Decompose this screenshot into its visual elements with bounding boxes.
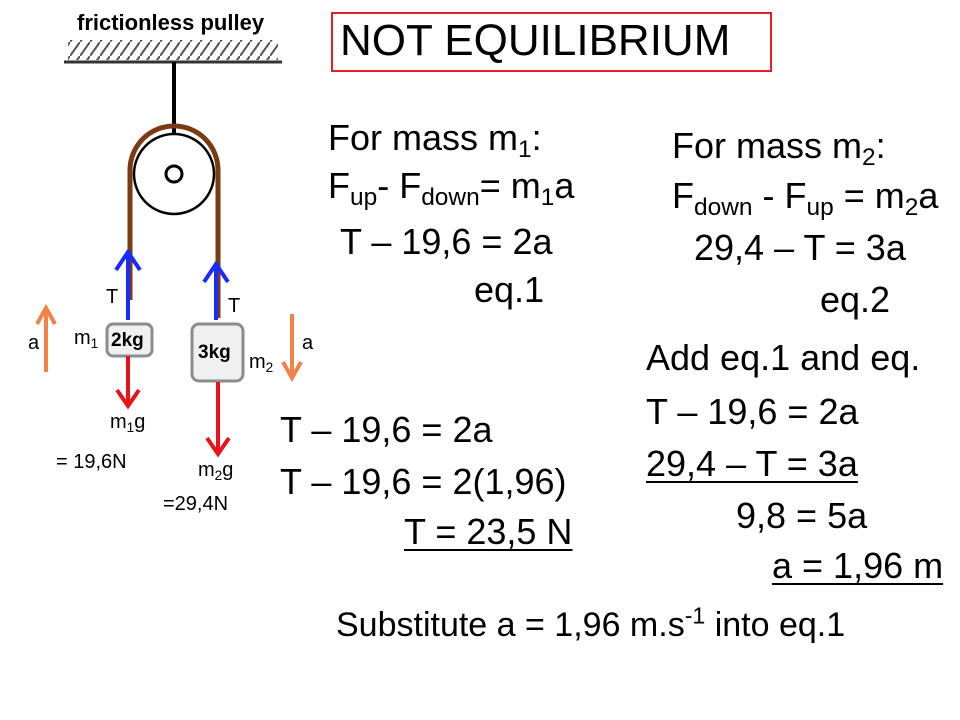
m2-label: m2 [249,351,274,375]
title-box [331,12,772,72]
weight-2-value: =29,4N [163,493,229,515]
mass-1-equation: T – 19,6 = 2a [340,221,553,262]
accel-label-left: a [28,332,40,354]
m1-label: m1 [74,327,99,351]
mass-1-force-equation: Fup- Fdown= m1a [328,165,575,211]
mass-2-force-equation: Fdown - Fup = m2a [672,175,939,221]
pulley-label: frictionless pulley [77,10,265,35]
accel-arrow-down [281,314,303,383]
mass-1-heading: For mass m1: [328,117,542,163]
mass-2-box [190,322,245,383]
ceiling-hatch [68,40,278,60]
add-line-2: 29,4 – T = 3a [646,443,858,484]
pulley-axle [164,164,184,184]
add-result: a = 1,96 m [772,545,944,586]
mass-1-value: 2kg [111,330,144,351]
pulley-diagram [35,40,303,458]
tension-arrow-left [114,248,142,320]
mass-2-equation: 29,4 – T = 3a [694,227,906,268]
weight-2-label: m2g [198,459,234,483]
weight-1-label: m1g [110,411,146,435]
mass-2-value: 3kg [198,342,231,363]
add-line-1: T – 19,6 = 2a [646,391,859,432]
mass-2-heading: For mass m2: [672,125,886,171]
subst-line-1: T – 19,6 = 2a [280,409,493,450]
weight-arrow-left [115,356,141,410]
weight-arrow-right [205,382,231,458]
substitution-note: Substitute a = 1,96 m.s-1 into eq.1 [336,602,846,644]
eq-1-label: eq.1 [474,269,545,310]
accel-arrow-up [35,303,57,372]
accel-label-right: a [302,332,314,354]
tension-arrow-right [202,260,230,320]
eq-2-label: eq.2 [820,279,891,320]
tension-label-left: T [106,286,119,308]
rope [127,123,221,318]
add-heading: Add eq.1 and eq. [646,337,921,378]
weight-1-value: = 19,6N [56,451,127,473]
subst-result: T = 23,5 N [404,511,573,552]
subst-line-2: T – 19,6 = 2(1,96) [280,461,567,502]
add-line-3: 9,8 = 5a [736,495,868,536]
tension-label-right: T [228,295,241,317]
page-title: NOT EQUILIBRIUM [340,16,731,65]
